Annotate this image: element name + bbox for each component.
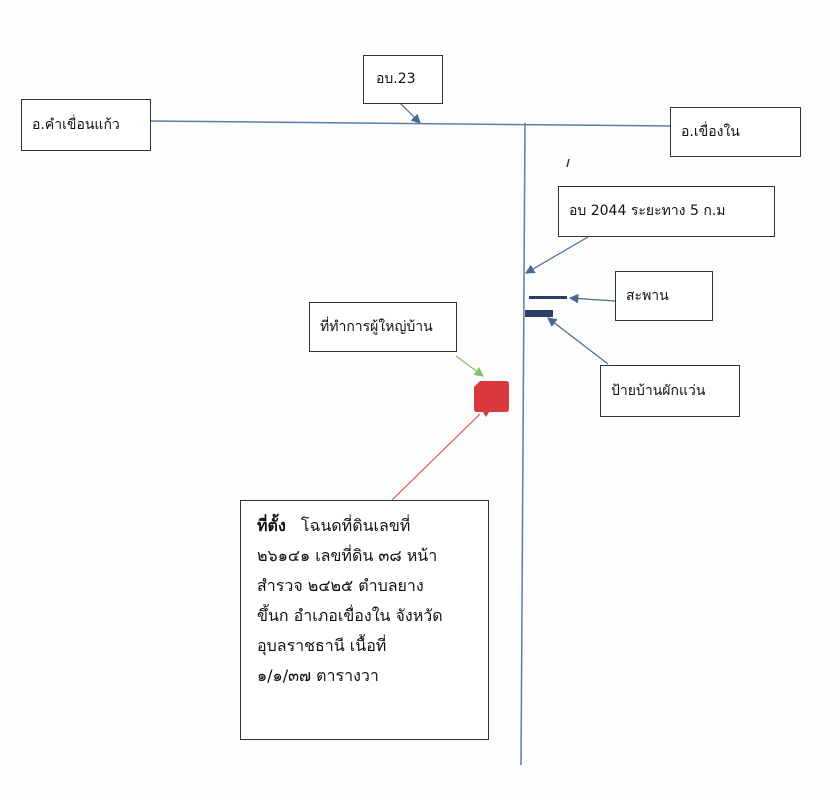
label-left-district: อ.คำเขื่อนแก้ว [21,99,151,151]
location-line-2: ๒๖๑๔๑ เลขที่ดิน ๓๘ หน้า [257,546,438,565]
road-2044-arrow [524,236,589,274]
headman-office-text: ที่ทำการผู้ใหญ่บ้าน [320,318,433,335]
left-district-text: อ.คำเขื่อนแก้ว [32,116,120,133]
location-line-1-text: โฉนดที่ดินเลขที่ [300,516,411,535]
road-23-text: อบ.23 [376,71,416,88]
location-heading: ที่ตั้ง [257,516,286,535]
location-line-6: ๑/๑/๓๗ ตารางวา [257,666,379,685]
label-bridge: สะพาน [615,271,713,321]
village-sign-symbol [525,310,553,317]
headman-office-arrow [455,355,484,377]
location-description-box: ที่ตั้ง โฉนดที่ดินเลขที่ ๒๖๑๔๑ เลขที่ดิน… [240,500,489,740]
label-right-district: อ.เขื่องใน [670,107,801,157]
right-district-text: อ.เขื่องใน [681,123,740,140]
road-23-arrow [399,102,421,124]
road-vertical [520,122,526,766]
location-line-4: ขึ้นก อำเภอเขื่องใน จังหวัด [257,606,443,625]
location-marker [474,381,509,417]
stray-mark [566,158,570,168]
village-sign-text: ป้ายบ้านผักแว่น [611,382,706,399]
location-line-5: อุบลราชธานี เนื้อที่ [257,636,387,655]
bridge-arrow [568,293,616,304]
bridge-symbol [529,296,567,299]
location-pointer-line [391,413,481,501]
bridge-text: สะพาน [626,287,669,304]
label-road-2044: อบ 2044 ระยะทาง 5 ก.ม [558,186,775,237]
location-line-3: สำรวจ ๒๔๒๕ ตำบลยาง [257,576,424,595]
road-horizontal [149,120,671,127]
label-village-sign: ป้ายบ้านผักแว่น [600,365,740,417]
road-2044-text: อบ 2044 ระยะทาง 5 ก.ม [569,203,726,220]
location-line-1: ที่ตั้ง โฉนดที่ดินเลขที่ [257,511,476,541]
village-sign-arrow [547,317,609,365]
label-headman-office: ที่ทำการผู้ใหญ่บ้าน [309,302,457,352]
label-road-23: อบ.23 [363,55,443,104]
